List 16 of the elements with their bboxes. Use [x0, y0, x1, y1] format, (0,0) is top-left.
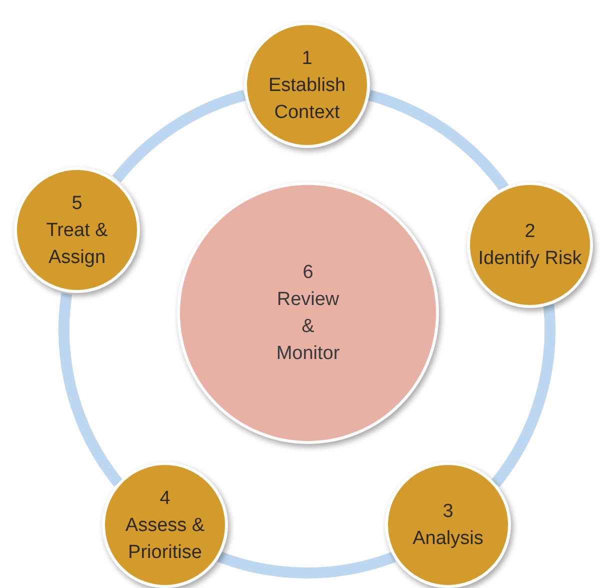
step-label: Treat & Assign [45, 218, 109, 270]
step-number: 5 [72, 192, 82, 216]
step-number: 6 [302, 261, 314, 285]
step-number: 3 [442, 500, 454, 524]
ring-connector [112, 90, 246, 183]
step-number: 2 [524, 220, 536, 244]
ring-connector [490, 304, 556, 487]
step-label: Analysis [412, 527, 484, 551]
step-label: Assess & Prioritise [124, 514, 206, 564]
step-number: 4 [160, 486, 170, 510]
step-number: 1 [302, 46, 312, 70]
step-label: Identify Risk [478, 247, 582, 271]
ring-connector [58, 293, 123, 486]
step-label: Establish Context [267, 74, 347, 124]
ring-connector [218, 551, 396, 578]
step-label: Review & Monitor [275, 288, 341, 366]
